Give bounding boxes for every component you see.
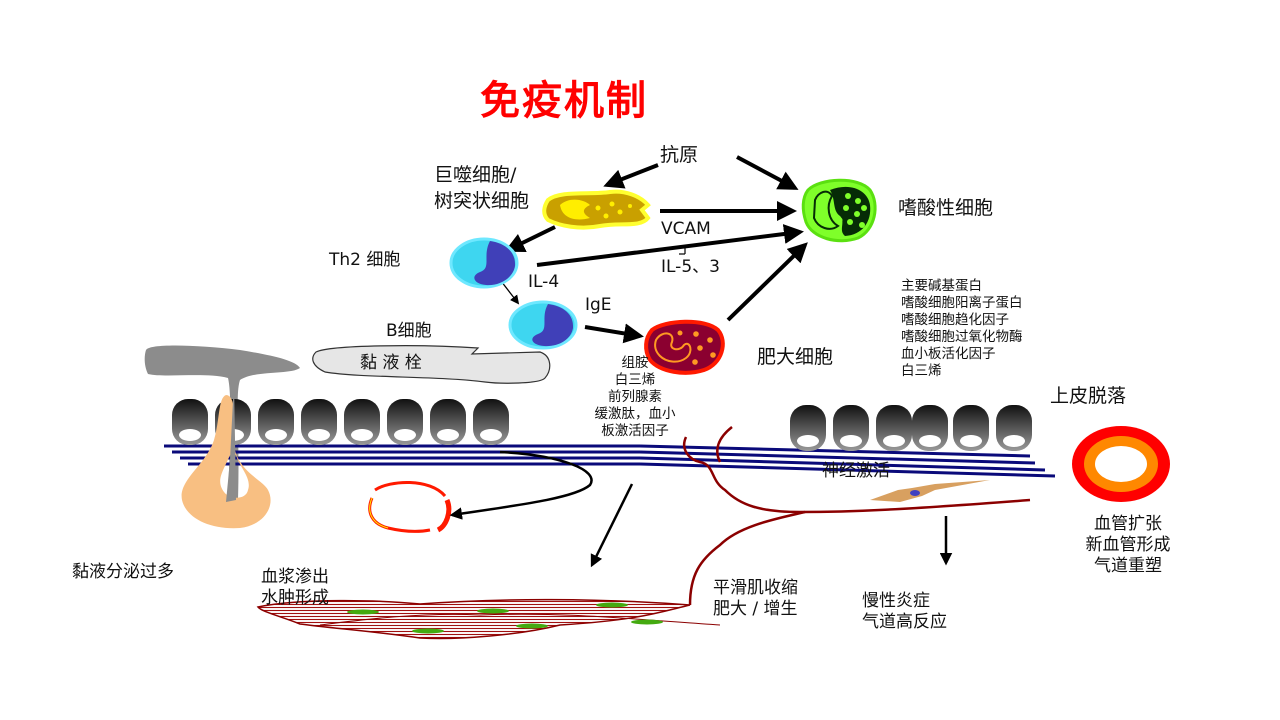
epithelial-cell [301, 399, 337, 445]
label-vessel: 血管扩张 新血管形成 气道重塑 [1068, 514, 1188, 577]
eos-mediator: 血小板活化因子 [901, 346, 996, 362]
epithelial-cells-left [172, 399, 509, 445]
mast-mediator: 缓激肽，血小 [594, 406, 676, 422]
basement-membrane [164, 444, 1056, 478]
label-vcam: VCAM [661, 219, 711, 239]
b-cell [508, 300, 578, 350]
eos-mediator: 白三烯 [901, 363, 942, 379]
label-il4: IL-4 [528, 272, 560, 292]
epithelial-cell [430, 399, 466, 445]
label-smooth-line2: 肥大 / 增生 [713, 599, 798, 619]
epithelial-cells-right [790, 405, 1032, 451]
label-chronic-line1: 慢性炎症 [862, 591, 930, 611]
epithelial-cell [912, 405, 948, 451]
epithelial-cell [473, 399, 509, 445]
label-plasma: 血浆渗出 水肿形成 [261, 567, 329, 609]
label-vessel-line1: 血管扩张 [1094, 514, 1162, 534]
label-smooth-line1: 平滑肌收缩 [713, 578, 798, 598]
arrow-th2-to-eosinophil [536, 224, 804, 267]
label-antigen: 抗原 [660, 144, 699, 166]
label-th2: Th2 细胞 [329, 250, 401, 270]
eosinophil-cell [801, 178, 877, 243]
label-mucus-hypersecretion: 黏液分泌过多 [72, 562, 174, 582]
eos-mediator: 嗜酸细胞阳离子蛋白 [901, 295, 1023, 311]
epithelial-cell [258, 399, 294, 445]
mast-mediator: 组胺 [621, 355, 649, 371]
epithelial-cell [344, 399, 380, 445]
label-plasma-line2: 水肿形成 [261, 588, 329, 608]
eos-mediator: 主要碱基蛋白 [901, 278, 982, 294]
eos-mediators-list: 主要碱基蛋白 嗜酸细胞阳离子蛋白 嗜酸细胞趋化因子 嗜酸细胞过氧化物酶 血小板活… [901, 278, 1023, 380]
label-epithelial-shedding: 上皮脱落 [1050, 385, 1127, 407]
mast-mediators-list: 组胺 白三烯 前列腺素 缓激肽，血小 板激活因子 [585, 355, 685, 440]
mucus-plug-shape [312, 345, 551, 384]
arrow-to-vessel [449, 450, 593, 520]
epithelial-cell [172, 399, 208, 445]
mast-mediator: 白三烯 [614, 372, 656, 388]
label-chronic: 慢性炎症 气道高反应 [862, 591, 947, 633]
label-mast-cell: 肥大细胞 [757, 346, 834, 368]
mucus-gland [181, 395, 271, 529]
label-vessel-line2: 新血管形成 [1085, 535, 1171, 555]
nerve-fibers [683, 426, 1031, 606]
goblet-mucus [144, 345, 300, 500]
label-plasma-line1: 血浆渗出 [261, 567, 329, 587]
label-chronic-line2: 气道高反应 [862, 612, 947, 632]
label-macrophage-line1: 巨噬细胞/ [434, 164, 517, 186]
epithelial-cell [996, 405, 1032, 451]
nerve-cell [870, 480, 990, 502]
epithelial-cell [953, 405, 989, 451]
epithelial-cell [876, 405, 912, 451]
macrophage-cell [542, 189, 651, 230]
page-title: 免疫机制 [480, 78, 648, 124]
arrow-ige-to-mast [584, 323, 644, 344]
label-eosinophil: 嗜酸性细胞 [898, 197, 994, 219]
arrow-to-plasma [590, 483, 634, 568]
epithelial-cell [833, 405, 869, 451]
dilated-vessel [1072, 426, 1170, 502]
smooth-muscle [256, 598, 721, 640]
th2-cell [449, 237, 519, 289]
eos-mediator: 嗜酸细胞过氧化物酶 [901, 329, 1023, 345]
label-vessel-line3: 气道重塑 [1094, 556, 1162, 576]
leaky-vessel [368, 481, 452, 533]
mast-mediator: 前列腺素 [608, 389, 662, 405]
epithelial-cell [387, 399, 423, 445]
label-macrophage: 巨噬细胞/ 树突状细胞 [434, 162, 529, 214]
label-b-cell: B细胞 [386, 321, 432, 341]
arrow-mast-to-eosinophil [726, 242, 808, 322]
label-ige: IgE [585, 295, 612, 315]
arrow-antigen-to-macrophage [603, 163, 659, 189]
arrow-antigen-to-eosinophil [736, 155, 799, 190]
arrow-macrophage-to-th2 [504, 225, 556, 252]
label-mucus-plug: 黏 液 栓 [360, 353, 422, 373]
arrow-th2-to-b-cell [500, 280, 520, 305]
label-il5: IL-5、3 [661, 257, 720, 277]
eos-mediator: 嗜酸细胞趋化因子 [901, 312, 1009, 328]
epithelial-cell [790, 405, 826, 451]
mucus-duct [226, 380, 236, 502]
mast-mediator: 板激活因子 [601, 423, 669, 439]
label-nerve-activation: 神经激活 [822, 461, 890, 481]
mast-cell [644, 319, 725, 375]
label-macrophage-line2: 树突状细胞 [434, 190, 530, 212]
label-smooth-muscle: 平滑肌收缩 肥大 / 增生 [713, 578, 798, 620]
